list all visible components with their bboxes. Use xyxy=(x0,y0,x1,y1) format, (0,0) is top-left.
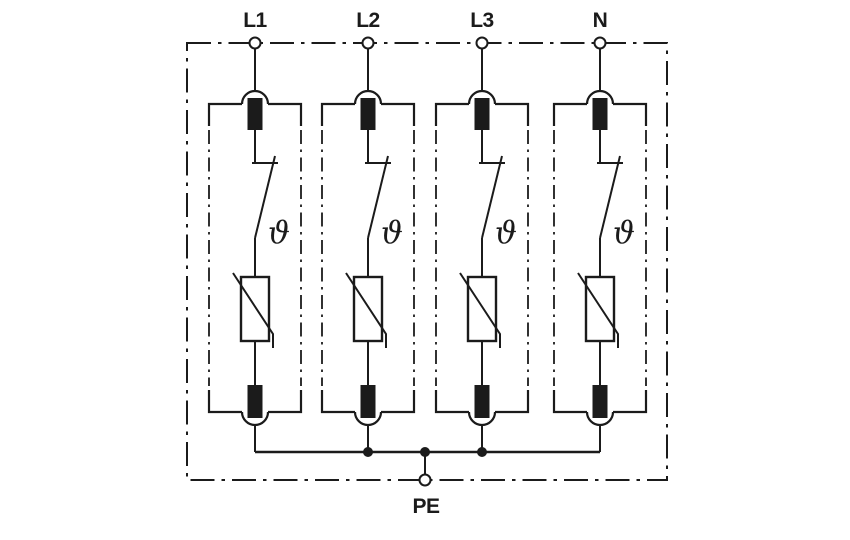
enclosure-boundary xyxy=(186,42,668,481)
channel-l3 xyxy=(434,36,530,454)
terminal-label-n: N xyxy=(593,9,608,32)
channel-l2 xyxy=(320,36,416,454)
terminal-label-l2: L2 xyxy=(356,9,380,32)
junction-dot-l2 xyxy=(363,447,373,457)
terminal-label-l1: L1 xyxy=(243,9,267,32)
channel-n xyxy=(552,36,648,454)
channel-l1 xyxy=(207,36,303,454)
pe-terminal-circle xyxy=(418,473,432,487)
junction-dot-l3 xyxy=(477,447,487,457)
terminal-label-pe: PE xyxy=(412,495,440,518)
terminal-label-l3: L3 xyxy=(470,9,494,32)
